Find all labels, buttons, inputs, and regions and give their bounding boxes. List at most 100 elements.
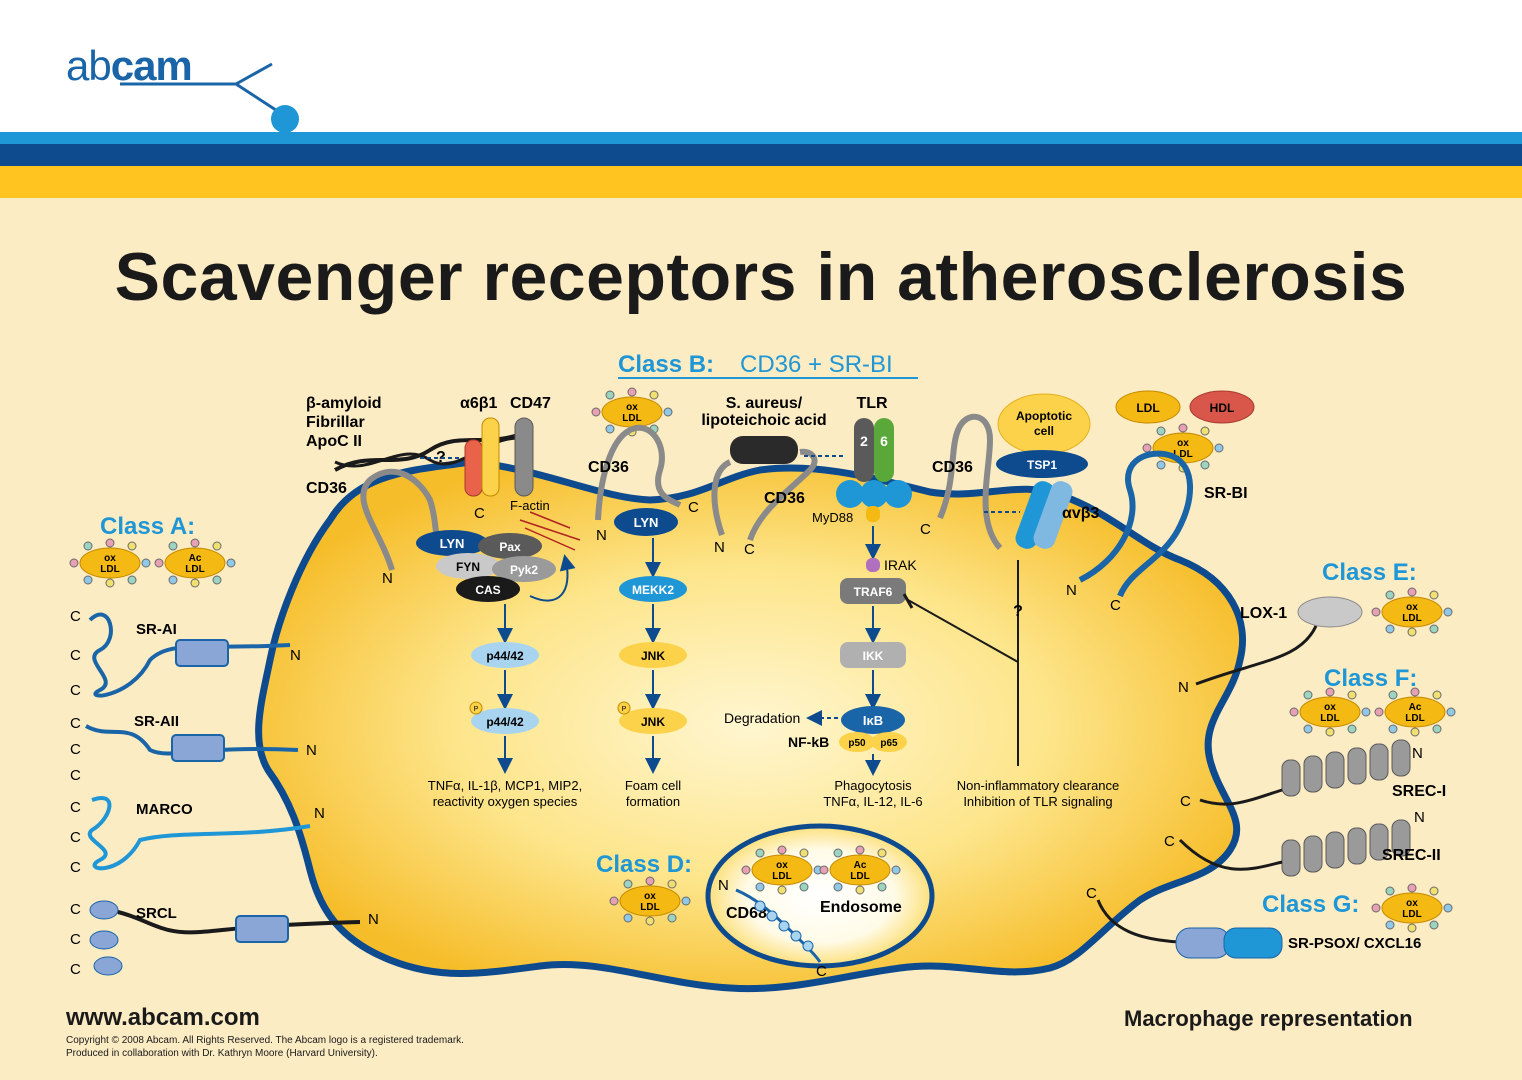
svg-text:C: C (70, 647, 81, 664)
marco-receptor (87, 796, 311, 871)
lyn-node-left (416, 530, 488, 556)
svg-text:formation: formation (626, 794, 680, 809)
svg-text:LDL: LDL (100, 564, 119, 575)
svg-text:IκB: IκB (863, 713, 883, 728)
svg-text:P: P (474, 706, 479, 713)
svg-text:cell: cell (1034, 424, 1054, 438)
srcl-receptor (89, 900, 361, 976)
cd68-receptor (735, 888, 822, 963)
sr-ai-receptor (88, 612, 291, 698)
svg-text:N: N (314, 805, 325, 822)
header (0, 0, 1522, 132)
svg-text:N: N (596, 527, 607, 544)
cd36-receptor-left (360, 468, 451, 571)
footer-url[interactable]: www.abcam.com (66, 1004, 260, 1031)
footer-caption: Macrophage representation (1124, 1006, 1413, 1031)
svg-text:CD36: CD36 (306, 480, 347, 497)
copyright-line-2: Produced in collaboration with Dr. Kathr… (66, 1048, 378, 1059)
avb3-integrin-b (1033, 481, 1073, 549)
svg-text:SR-BI: SR-BI (1204, 485, 1248, 502)
abcam-logo[interactable]: abcam (66, 42, 193, 89)
svg-text:LDL: LDL (1405, 713, 1424, 724)
p4442-node (471, 642, 539, 668)
svg-text:Fibrillar: Fibrillar (306, 414, 365, 431)
a6b1-integrin-a (464, 439, 483, 497)
svg-text:C: C (816, 963, 827, 980)
svg-text:ox: ox (1324, 702, 1336, 713)
svg-text:?: ? (436, 449, 446, 466)
svg-text:α6β1: α6β1 (460, 395, 498, 412)
jnk-node (619, 642, 687, 668)
svg-text:N: N (1066, 582, 1077, 599)
svg-text:N: N (306, 742, 317, 759)
svg-text:C: C (70, 608, 81, 625)
svg-text:N: N (368, 911, 379, 928)
svg-text:CD47: CD47 (510, 395, 551, 412)
svg-text:TNFα, IL-12, IL-6: TNFα, IL-12, IL-6 (823, 794, 922, 809)
svg-text:CD36: CD36 (932, 459, 973, 476)
svg-text:Endosome: Endosome (820, 899, 902, 916)
svg-text:C: C (70, 741, 81, 758)
svg-text:LDL: LDL (1173, 449, 1192, 460)
endosome (705, 823, 935, 969)
svg-text:C: C (70, 767, 81, 784)
class-e-label: Class E: (1322, 559, 1417, 586)
ikk-node (840, 642, 906, 668)
sr-psox-tail (1096, 899, 1181, 944)
svg-text:Foam cell: Foam cell (625, 778, 681, 793)
svg-text:MyD88: MyD88 (812, 510, 853, 525)
svg-text:TLR: TLR (856, 395, 888, 412)
svg-text:SR-PSOX/ CXCL16: SR-PSOX/ CXCL16 (1288, 935, 1421, 952)
svg-text:N: N (382, 570, 393, 587)
svg-text:reactivity oxygen species: reactivity oxygen species (433, 794, 578, 809)
svg-text:C: C (920, 521, 931, 538)
srec-i-receptor (1281, 739, 1411, 797)
svg-text:JNK: JNK (641, 649, 665, 663)
svg-text:C: C (70, 829, 81, 846)
tsp1-node (996, 450, 1088, 478)
svg-text:N: N (714, 539, 725, 556)
fyn-node (436, 553, 500, 579)
svg-text:LDL: LDL (1136, 401, 1159, 415)
svg-text:ox: ox (1406, 602, 1418, 613)
svg-text:LOX-1: LOX-1 (1240, 605, 1287, 622)
svg-text:p50: p50 (848, 738, 866, 749)
svg-text:C: C (70, 901, 81, 918)
svg-text:C: C (1086, 885, 1097, 902)
sr-aii-receptor (84, 724, 299, 762)
svg-text:MARCO: MARCO (136, 801, 193, 818)
cd47-receptor (514, 417, 534, 497)
svg-text:ox: ox (1406, 898, 1418, 909)
svg-text:C: C (744, 541, 755, 558)
svg-text:SR-AI: SR-AI (136, 621, 177, 638)
svg-text:p44/42: p44/42 (486, 715, 524, 729)
svg-text:LDL: LDL (640, 902, 659, 913)
svg-text:FYN: FYN (456, 560, 480, 574)
svg-text:C: C (1164, 833, 1175, 850)
svg-text:IKK: IKK (863, 649, 884, 663)
svg-text:Pyk2: Pyk2 (510, 563, 538, 577)
mekk2-node (619, 576, 687, 602)
svg-text:CD36: CD36 (588, 459, 629, 476)
svg-text:6: 6 (880, 433, 888, 449)
svg-text:ox: ox (644, 891, 656, 902)
pyk2-node (492, 556, 556, 582)
svg-text:2: 2 (860, 433, 868, 449)
svg-text:SREC-I: SREC-I (1392, 783, 1446, 800)
svg-text:Degradation: Degradation (724, 710, 800, 726)
cas-node (456, 576, 520, 602)
svg-text:Ac: Ac (854, 860, 867, 871)
class-b-text: CD36 + SR-BI (740, 351, 893, 378)
tlr6-receptor (874, 418, 894, 482)
cd36-receptor-saureus (711, 448, 818, 542)
svg-text:αvβ3: αvβ3 (1062, 505, 1100, 522)
header-band-gold (0, 166, 1522, 198)
svg-text:SR-AII: SR-AII (134, 713, 179, 730)
svg-text:Inhibition of TLR signaling: Inhibition of TLR signaling (963, 794, 1112, 809)
svg-text:CD36: CD36 (764, 490, 805, 507)
